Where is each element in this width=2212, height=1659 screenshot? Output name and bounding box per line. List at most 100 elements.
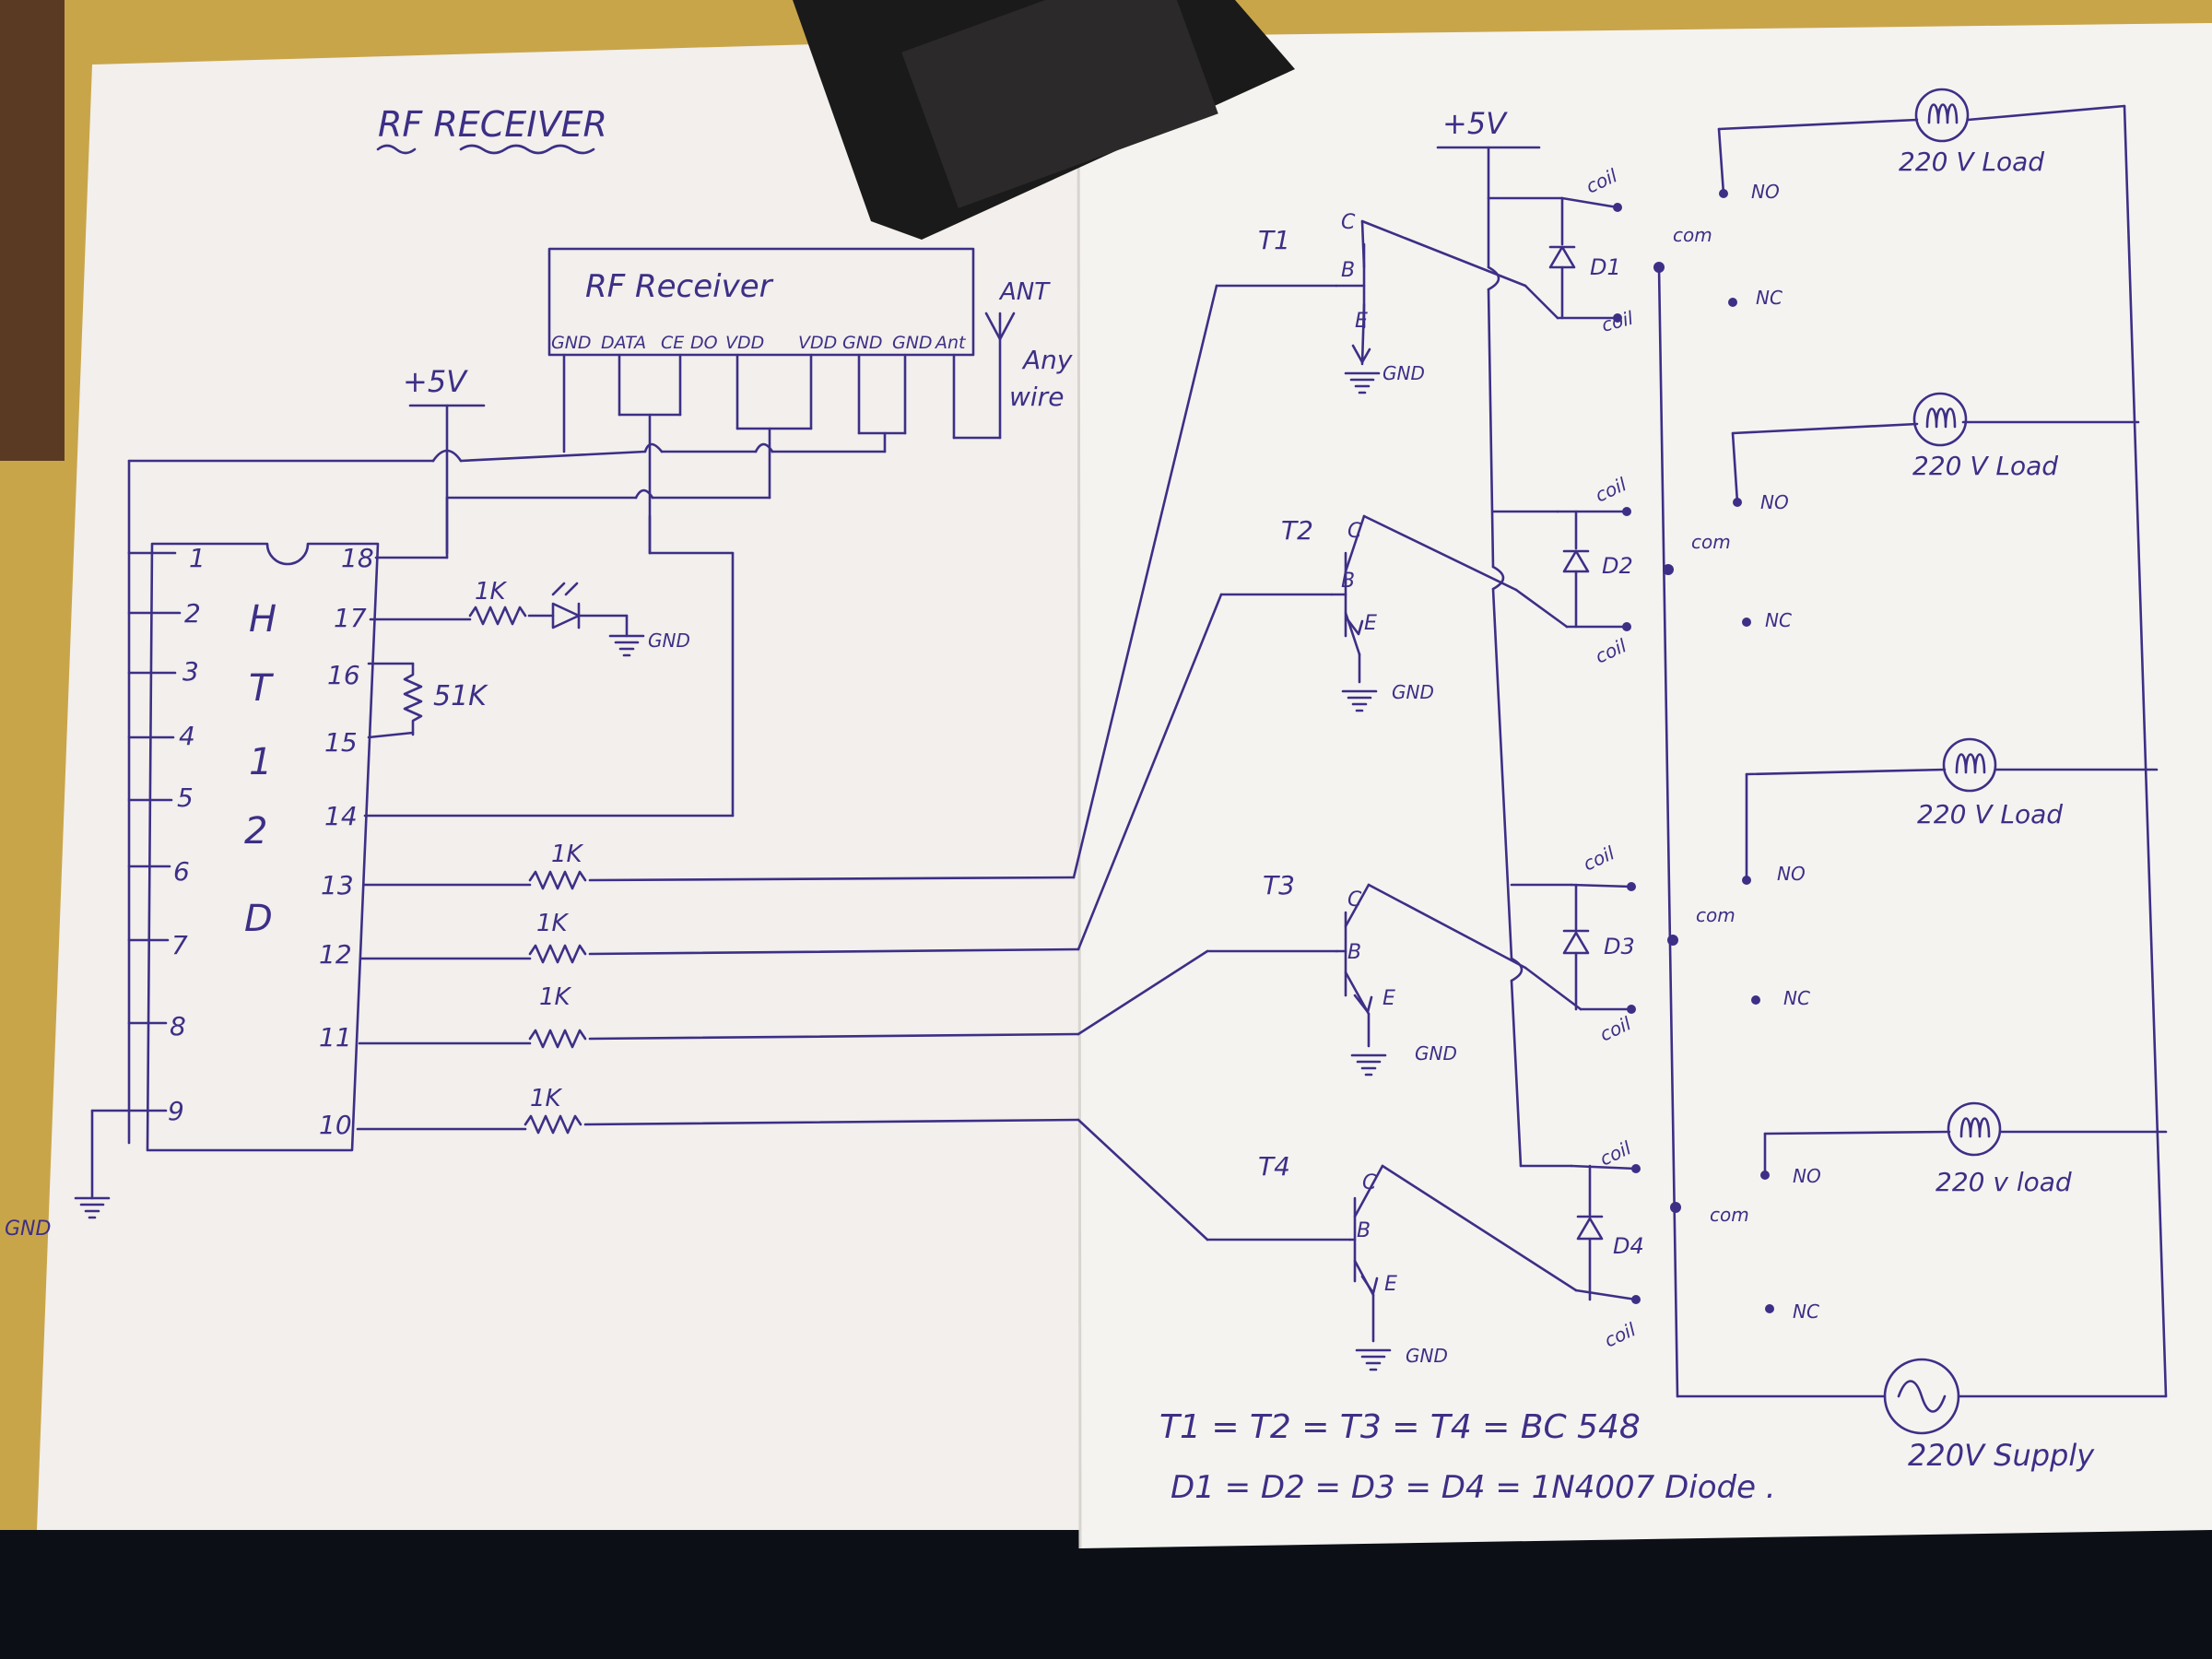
svg-text:D1: D1	[1590, 254, 1621, 280]
gnd-label-left: GND	[5, 1218, 51, 1241]
ic-left-pins: 1 2 3 4 5 6 7 8 9	[168, 543, 206, 1126]
ic-right-wiring	[356, 284, 1352, 1241]
svg-text:D2: D2	[1602, 553, 1633, 579]
antenna-label: ANT	[998, 278, 1051, 306]
svg-text:B: B	[1357, 1219, 1371, 1242]
svg-text:3: 3	[182, 656, 199, 687]
svg-text:18: 18	[341, 543, 374, 573]
relay-3: com NO NC 220 V Load	[1696, 737, 2159, 1009]
svg-text:C: C	[1347, 888, 1362, 912]
gnd-t2: GND	[1392, 681, 1434, 703]
svg-text:NC: NC	[1783, 987, 1810, 1009]
diode-D3: D3	[1562, 883, 1635, 1011]
svg-text:D4: D4	[1613, 1233, 1644, 1259]
svg-text:NO: NO	[1760, 491, 1789, 513]
svg-text:B: B	[1341, 570, 1355, 593]
rf-pin-do: DO	[690, 333, 718, 353]
svg-text:1: 1	[189, 543, 206, 573]
gnd-t4: GND	[1406, 1345, 1448, 1367]
svg-text:com: com	[1710, 1204, 1749, 1226]
antenna-note-2: wire	[1009, 382, 1064, 412]
ic-right-pins: 18 17 16 15 14 13 12 11 10	[319, 543, 374, 1140]
schematic-title: RF RECEIVER	[378, 104, 607, 145]
gnd-label-led: GND	[648, 629, 690, 652]
relay-1: com NO NC 220 V Load	[1673, 88, 2126, 309]
note-transistors: T1 = T2 = T3 = T4 = BC 548	[1159, 1408, 1641, 1446]
svg-text:NC: NC	[1756, 287, 1783, 309]
svg-text:13: 13	[321, 870, 354, 900]
svg-text:com: com	[1691, 531, 1731, 553]
svg-text:16: 16	[327, 660, 360, 690]
t2-label: T2	[1281, 515, 1313, 546]
supply-label: 220V Supply	[1908, 1438, 2095, 1473]
load-4-label: 220 v load	[1936, 1167, 2072, 1197]
t1-label: T1	[1258, 225, 1290, 255]
svg-text:E: E	[1355, 310, 1368, 333]
svg-text:NC: NC	[1793, 1300, 1819, 1323]
output-resistor-labels: 1K 1K 1K 1K	[530, 841, 584, 1112]
svg-text:15: 15	[324, 727, 358, 758]
svg-text:12: 12	[319, 939, 352, 970]
svg-text:D: D	[244, 898, 273, 940]
load-3-label: 220 V Load	[1917, 799, 2063, 830]
svg-text:1K: 1K	[539, 983, 572, 1011]
vcc-left-label: +5V	[403, 364, 468, 399]
transistor-T4: T4 C B E GND	[1258, 1151, 1638, 1371]
rf-pin-ant: Ant	[934, 333, 967, 353]
svg-text:C: C	[1362, 1171, 1377, 1194]
rf-pin-gnd: GND	[551, 333, 592, 353]
vcc-right-rail	[1436, 146, 1638, 1171]
svg-text:1K: 1K	[536, 910, 570, 937]
rf-pin-ce: CE	[661, 333, 684, 353]
relay-4: com NO NC 220 v load	[1710, 1101, 2168, 1323]
svg-text:10: 10	[319, 1110, 352, 1140]
svg-text:NO: NO	[1793, 1165, 1821, 1187]
rf-pin-gnd2: GND	[842, 333, 883, 353]
svg-text:NO: NO	[1751, 181, 1780, 203]
svg-text:T: T	[249, 667, 275, 710]
relay-2: com NO NC 220 V Load	[1691, 392, 2140, 631]
paper-left	[37, 37, 1092, 1530]
svg-text:2: 2	[184, 598, 201, 629]
r-led-label: 1K	[475, 578, 508, 606]
rf-pin-gnd3: GND	[892, 333, 933, 353]
rf-receiver-module	[547, 247, 975, 357]
svg-text:E: E	[1384, 1273, 1397, 1296]
svg-text:8: 8	[170, 1011, 186, 1041]
rf-receiver-label: RF Receiver	[585, 268, 774, 305]
diode-D1: D1	[1548, 196, 1621, 320]
paper-right	[1078, 23, 2212, 1548]
svg-text:E: E	[1382, 987, 1395, 1010]
rf-pin-data: DATA	[601, 333, 646, 353]
svg-text:11: 11	[319, 1022, 352, 1053]
transistor-T1: T1 C B E GND	[1258, 211, 1619, 394]
svg-text:D3: D3	[1604, 934, 1635, 959]
svg-text:C: C	[1341, 211, 1356, 234]
svg-text:1: 1	[249, 741, 272, 783]
svg-text:14: 14	[324, 801, 358, 831]
rf-pin-wiring	[127, 312, 1016, 818]
rf-pin-labels: GND DATA CE DO VDD VDD GND GND Ant	[551, 333, 967, 353]
ht12d-ic	[146, 542, 380, 1152]
ic-name: H T 1 2 D	[244, 598, 276, 940]
load-2-label: 220 V Load	[1912, 451, 2058, 481]
transistor-T3: T3 C B E GND	[1263, 870, 1633, 1077]
bottom-band	[0, 1530, 2212, 1659]
svg-text:C: C	[1347, 520, 1362, 543]
ac-supply: 220V Supply	[1883, 1358, 2095, 1473]
svg-text:E: E	[1364, 612, 1377, 635]
svg-text:NC: NC	[1765, 609, 1792, 631]
diode-D4: D4	[1576, 1164, 1644, 1301]
t3-label: T3	[1263, 870, 1295, 900]
svg-text:9: 9	[168, 1096, 184, 1126]
svg-text:7: 7	[171, 930, 188, 960]
note-diodes: D1 = D2 = D3 = D4 = 1N4007 Diode .	[1171, 1469, 1776, 1506]
svg-text:B: B	[1347, 941, 1361, 964]
rf-pin-vdd1: VDD	[725, 333, 764, 353]
svg-text:1K: 1K	[530, 1085, 563, 1112]
svg-text:B: B	[1341, 259, 1355, 282]
diode-D2: D2	[1562, 510, 1633, 629]
t4-label: T4	[1258, 1151, 1290, 1182]
gnd-t3: GND	[1415, 1042, 1457, 1065]
